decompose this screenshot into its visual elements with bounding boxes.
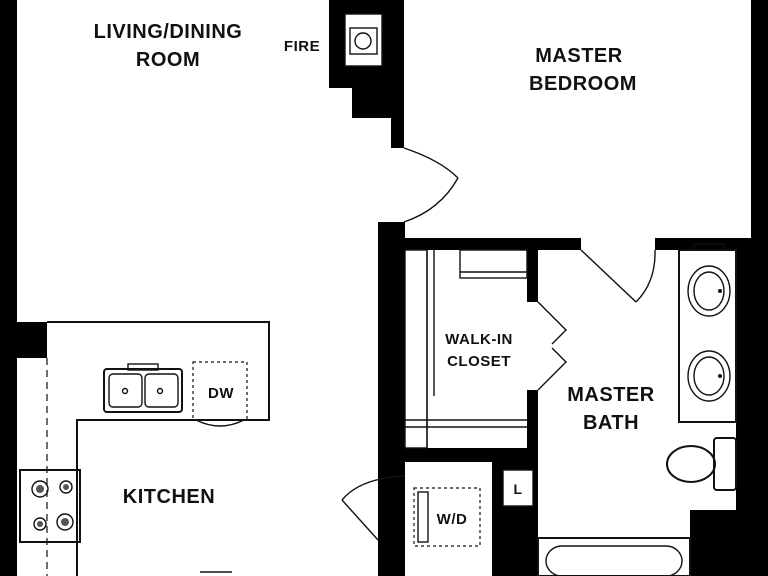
closet-shelving [404,249,528,449]
wall-closet-top [405,238,581,250]
master-bath-label-2: BATH [583,412,639,434]
range-icon [19,469,81,543]
linen-closet [502,469,534,507]
wall-left [0,0,17,576]
wall-kitchen-right [378,222,405,576]
bathtub-icon [537,537,691,576]
washer-dryer-icon [413,487,481,547]
fireplace-label: FIRE [284,38,320,55]
wall-living-bedroom [391,0,404,148]
master-bedroom-label-2: BEDROOM [529,73,637,95]
dishwasher-icon [192,361,248,427]
living-dining-label-2: ROOM [136,49,200,71]
closet-door [537,301,567,391]
walkin-closet-label: WALK-IN [445,331,513,348]
walkin-closet-label-2: CLOSET [447,353,511,370]
dishwasher-label: DW [208,385,234,402]
toilet-icon [666,437,737,491]
living-dining-label: LIVING/DINING [94,21,243,43]
master-bedroom-label: MASTER [535,45,623,67]
kitchen-label: KITCHEN [123,486,215,508]
wall-closet-bath-upper [527,250,538,302]
vanity [678,243,737,423]
fireplace-icon [344,13,383,67]
wall-kitchen-corner [17,322,47,358]
laundry-door [341,475,406,541]
wall-closet-laundry [405,448,527,462]
bath-door [580,249,656,303]
washer-dryer-label: W/D [437,511,468,528]
bedroom-door [403,147,459,223]
master-bath-label: MASTER [567,384,655,406]
linen-label: L [513,481,522,497]
sink-lower-icon [687,350,731,402]
wall-bath-lower [690,510,768,576]
sink-upper-icon [687,265,731,317]
kitchen-sink-icon [103,363,183,413]
kitchen-counters [46,321,270,576]
